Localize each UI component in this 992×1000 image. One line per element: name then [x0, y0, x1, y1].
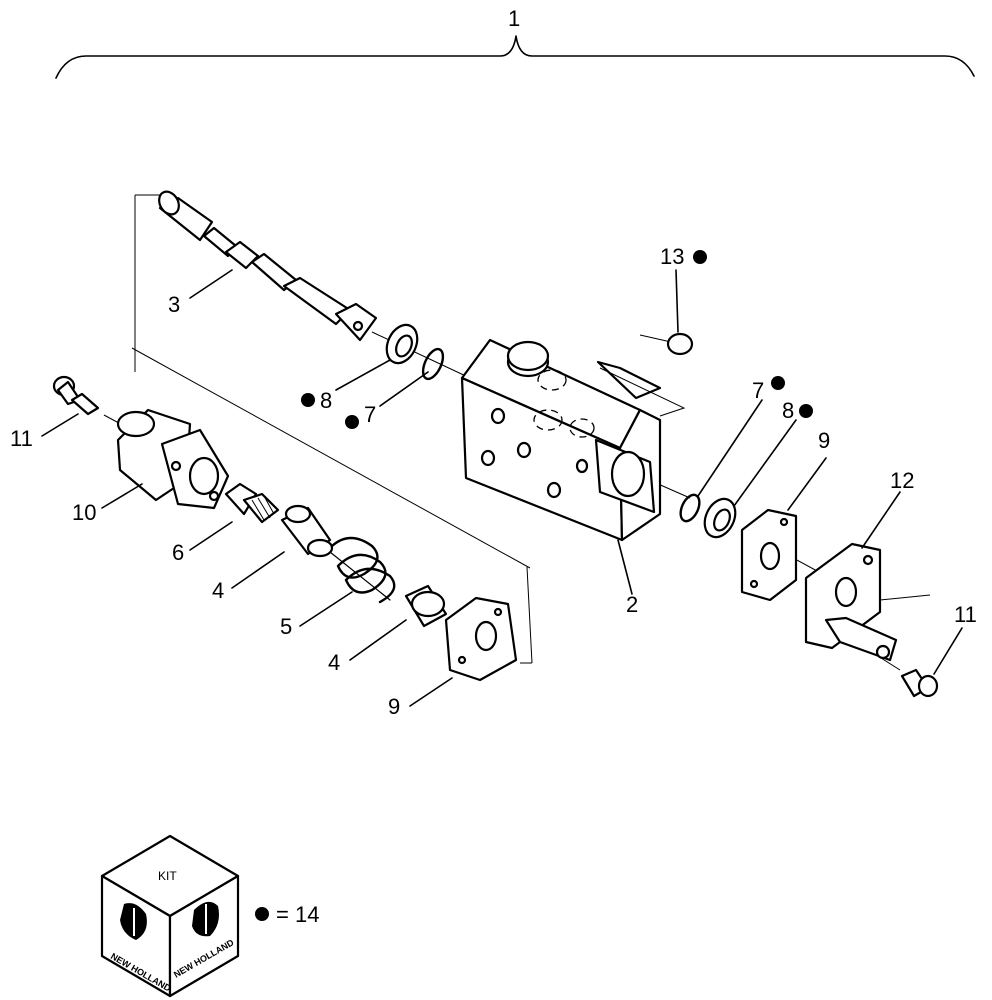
- phantom-outline: [131, 194, 533, 664]
- part-5-spring: [329, 536, 396, 604]
- part-11-bolt-left: [52, 375, 100, 416]
- part-8-washer-right: [703, 497, 737, 539]
- part-3-spool: [158, 190, 378, 342]
- part-11-bolt-right: [900, 668, 939, 698]
- callout-9-left: 9: [388, 694, 400, 719]
- new-holland-logo-icon: [120, 903, 147, 940]
- callout-2: 2: [626, 592, 638, 617]
- kit-box: KIT NEW HOLLAND NEW HOLLAND: [100, 834, 240, 998]
- callout-7-right: 7: [752, 378, 764, 403]
- legend-text: = 14: [276, 902, 319, 927]
- part-10-cap: [116, 408, 230, 510]
- new-holland-logo-icon: [192, 901, 219, 937]
- part-7-oring-right: [679, 493, 701, 523]
- part-12-bracket: [804, 542, 898, 662]
- part-7-oring-left: [421, 347, 445, 381]
- part-8-washer-left: [385, 323, 419, 365]
- leader-lines: [41, 269, 963, 707]
- part-6-screw: [224, 482, 280, 524]
- callout-10: 10: [72, 500, 96, 525]
- part-2-valve-body: [460, 338, 686, 542]
- part-9-gasket-right: [740, 508, 798, 602]
- callout-1: 1: [508, 6, 520, 31]
- callout-8-left: 8: [320, 388, 332, 413]
- callout-13: 13: [660, 244, 684, 269]
- callout-12: 12: [890, 468, 914, 493]
- part-9-gasket-left: [444, 596, 518, 682]
- kit-label: KIT: [158, 869, 177, 883]
- kit-dot-icon: [693, 250, 707, 264]
- callout-7-left: 7: [364, 402, 376, 427]
- callout-3: 3: [168, 292, 180, 317]
- callout-8-right: 8: [782, 398, 794, 423]
- kit-dot-icon: [771, 376, 785, 390]
- callout-4-lower: 4: [328, 650, 340, 675]
- callout-11-right: 11: [954, 602, 977, 627]
- callout-labels: 3 8 7 11 10 6 4 5 4 9 2 13 7 8 9 12 11: [10, 244, 977, 719]
- assembly-bracket: 1: [55, 6, 975, 79]
- callout-6: 6: [172, 540, 184, 565]
- kit-dot-icon: [301, 393, 315, 407]
- part-4-seat-lower: [404, 584, 448, 628]
- kit-dot-icon: [345, 415, 359, 429]
- callout-9-right: 9: [818, 428, 830, 453]
- kit-dot-icon: [255, 907, 269, 921]
- callout-4-upper: 4: [212, 578, 224, 603]
- part-13-ball: [666, 332, 694, 356]
- kit-legend: = 14: [255, 902, 319, 927]
- callout-11-left: 11: [10, 426, 33, 451]
- part-4-seat-upper: [280, 504, 334, 558]
- kit-dot-icon: [799, 404, 813, 418]
- callout-5: 5: [280, 614, 292, 639]
